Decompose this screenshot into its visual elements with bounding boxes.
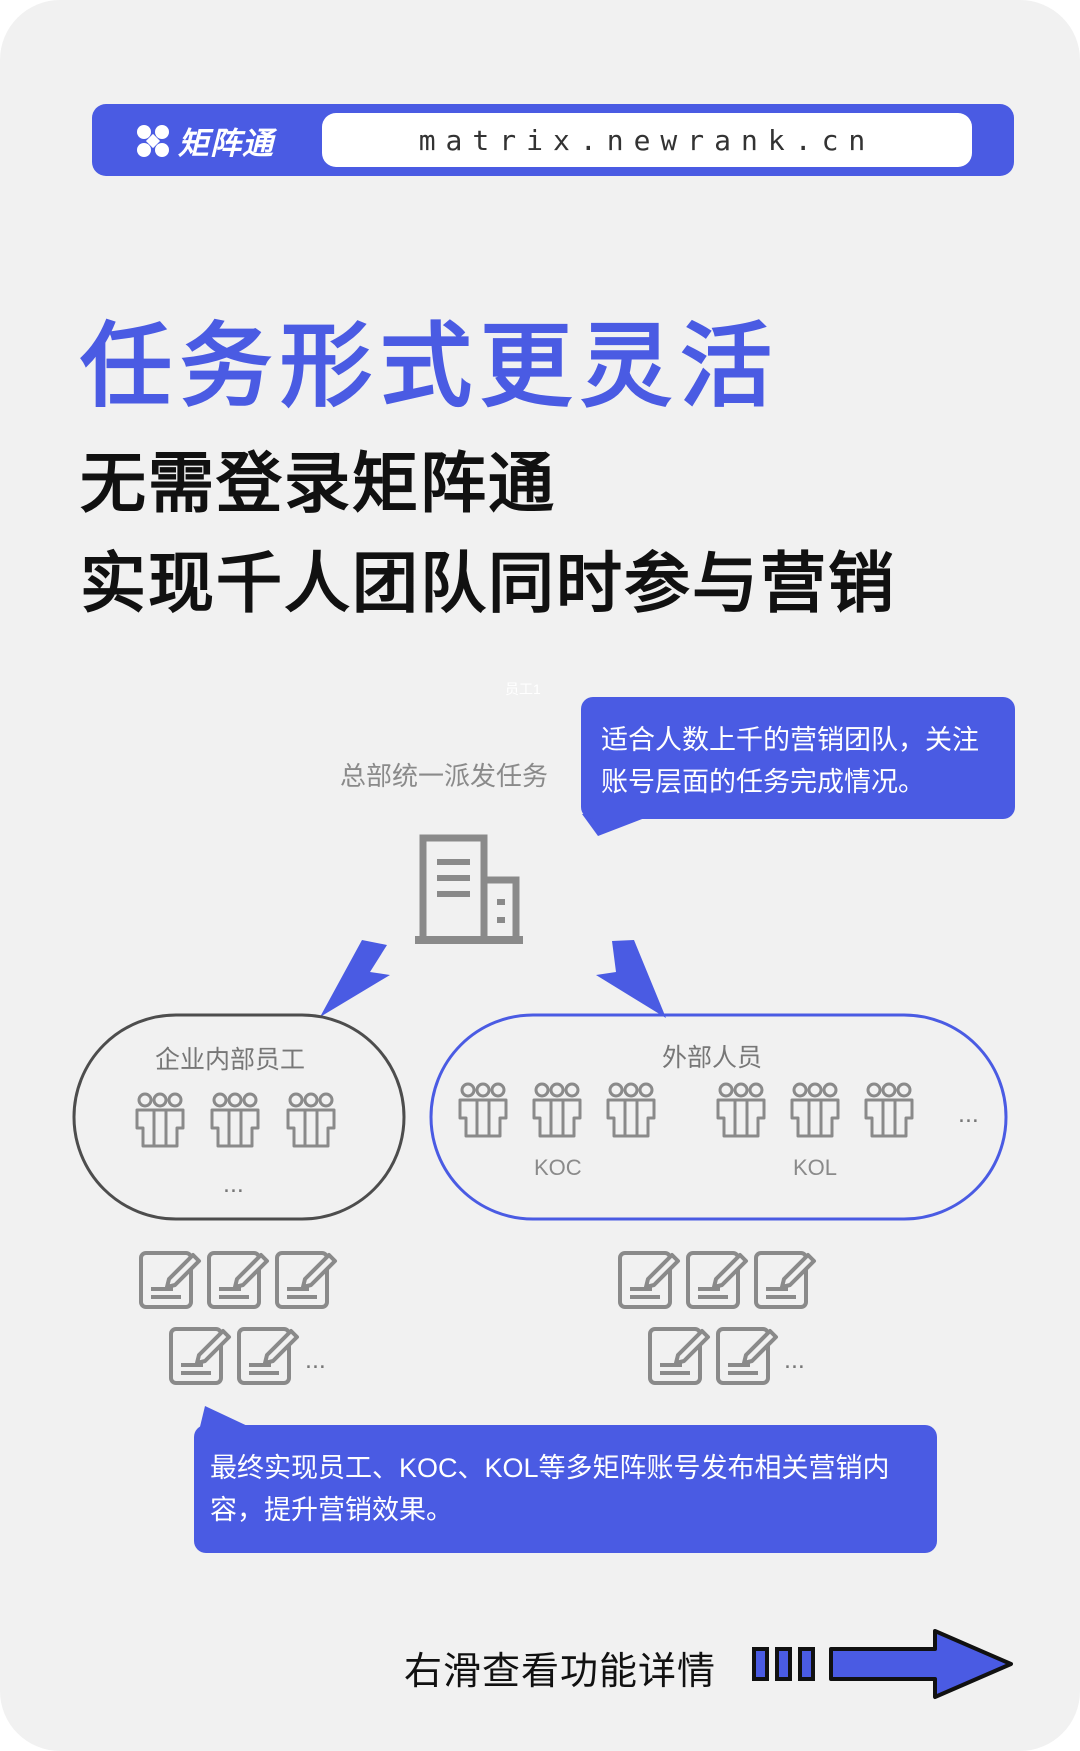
- koc-group-icon: [532, 1082, 582, 1138]
- staff-group-icon: [286, 1092, 336, 1148]
- koc-group-icon: [458, 1082, 508, 1138]
- subtitle-line-2: 实现千人团队同时参与营销: [80, 546, 896, 620]
- kol-group-icon: [790, 1082, 840, 1138]
- arrow-to-internal-icon: [320, 940, 390, 1017]
- swipe-hint[interactable]: 右滑查看功能详情: [404, 1651, 717, 1693]
- kol-label: KOL: [793, 1155, 838, 1180]
- kol-group-icon: [716, 1082, 766, 1138]
- staff-group-icon: [210, 1092, 260, 1148]
- task-doc-icon: [207, 1251, 269, 1309]
- swipe-arrow-icon: [752, 1629, 1013, 1699]
- arrow-to-external-icon: [596, 940, 666, 1018]
- task-doc-icon: [139, 1251, 201, 1309]
- brand-logo[interactable]: 矩阵通: [134, 118, 274, 163]
- logo-icon: [137, 124, 169, 157]
- info-bubble-bottom: 最终实现员工、KOC、KOL等多矩阵账号发布相关营销内容，提升营销效果。: [194, 1425, 937, 1553]
- external-more: ...: [958, 1100, 979, 1128]
- internal-staff-label: 企业内部员工: [155, 1046, 306, 1074]
- url-box[interactable]: matrix.newrank.cn: [322, 113, 972, 167]
- internal-more: ...: [223, 1170, 244, 1198]
- external-staff-label: 外部人员: [662, 1044, 763, 1072]
- bubble-top-tail: [582, 814, 650, 836]
- task-doc-icon: [754, 1251, 816, 1309]
- task-doc-icon: [237, 1327, 299, 1385]
- tasks-more-left: ...: [305, 1346, 326, 1374]
- subtitle-line-1: 无需登录矩阵通: [80, 446, 556, 520]
- kol-group-icon: [864, 1082, 914, 1138]
- task-doc-icon: [686, 1251, 748, 1309]
- koc-label: KOC: [534, 1155, 582, 1180]
- internal-staff-circle: [72, 1013, 406, 1221]
- task-doc-icon: [618, 1251, 680, 1309]
- hq-label: 总部统一派发任务: [340, 761, 549, 791]
- task-doc-icon: [169, 1327, 231, 1385]
- tasks-more-right: ...: [784, 1346, 805, 1374]
- task-doc-icon: [716, 1327, 778, 1385]
- task-doc-icon: [275, 1251, 337, 1309]
- staff-group-icon: [135, 1092, 185, 1148]
- task-doc-icon: [648, 1327, 710, 1385]
- info-bubble-top: 适合人数上千的营销团队，关注账号层面的任务完成情况。: [581, 697, 1015, 819]
- logo-text: 矩阵通: [178, 126, 274, 161]
- url-text: matrix.newrank.cn: [418, 123, 876, 157]
- ghost-label: 员工1: [505, 681, 541, 697]
- koc-group-icon: [606, 1082, 656, 1138]
- page-title: 任务形式更灵活: [80, 316, 781, 418]
- building-icon: [415, 834, 523, 944]
- external-staff-circle: [429, 1013, 1008, 1221]
